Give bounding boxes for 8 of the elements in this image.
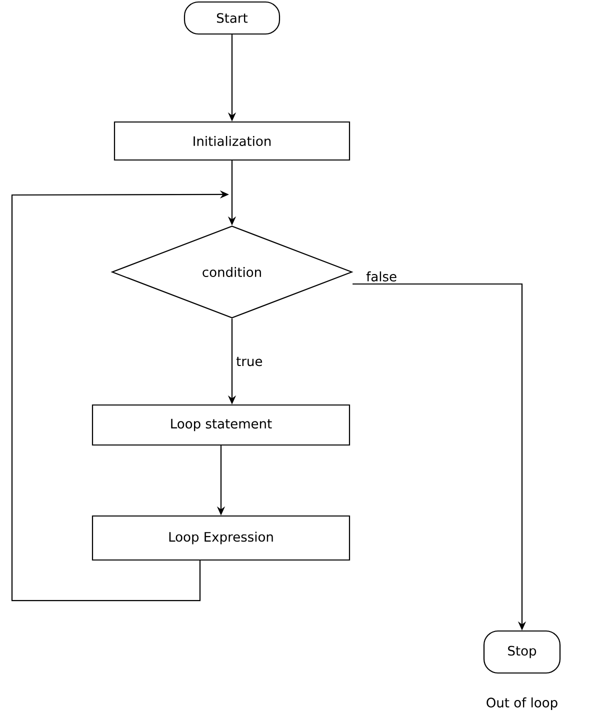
process-box: Loop Expression — [92, 515, 350, 561]
process-box: Initialization — [114, 121, 350, 161]
node-caption: Out of loop — [486, 697, 558, 710]
process-box: Loop statement — [92, 404, 350, 446]
edge-label: true — [235, 356, 264, 368]
terminal-box: Start — [184, 1, 280, 35]
edge-label: false — [365, 270, 398, 282]
terminal-box: Stop — [483, 630, 561, 674]
